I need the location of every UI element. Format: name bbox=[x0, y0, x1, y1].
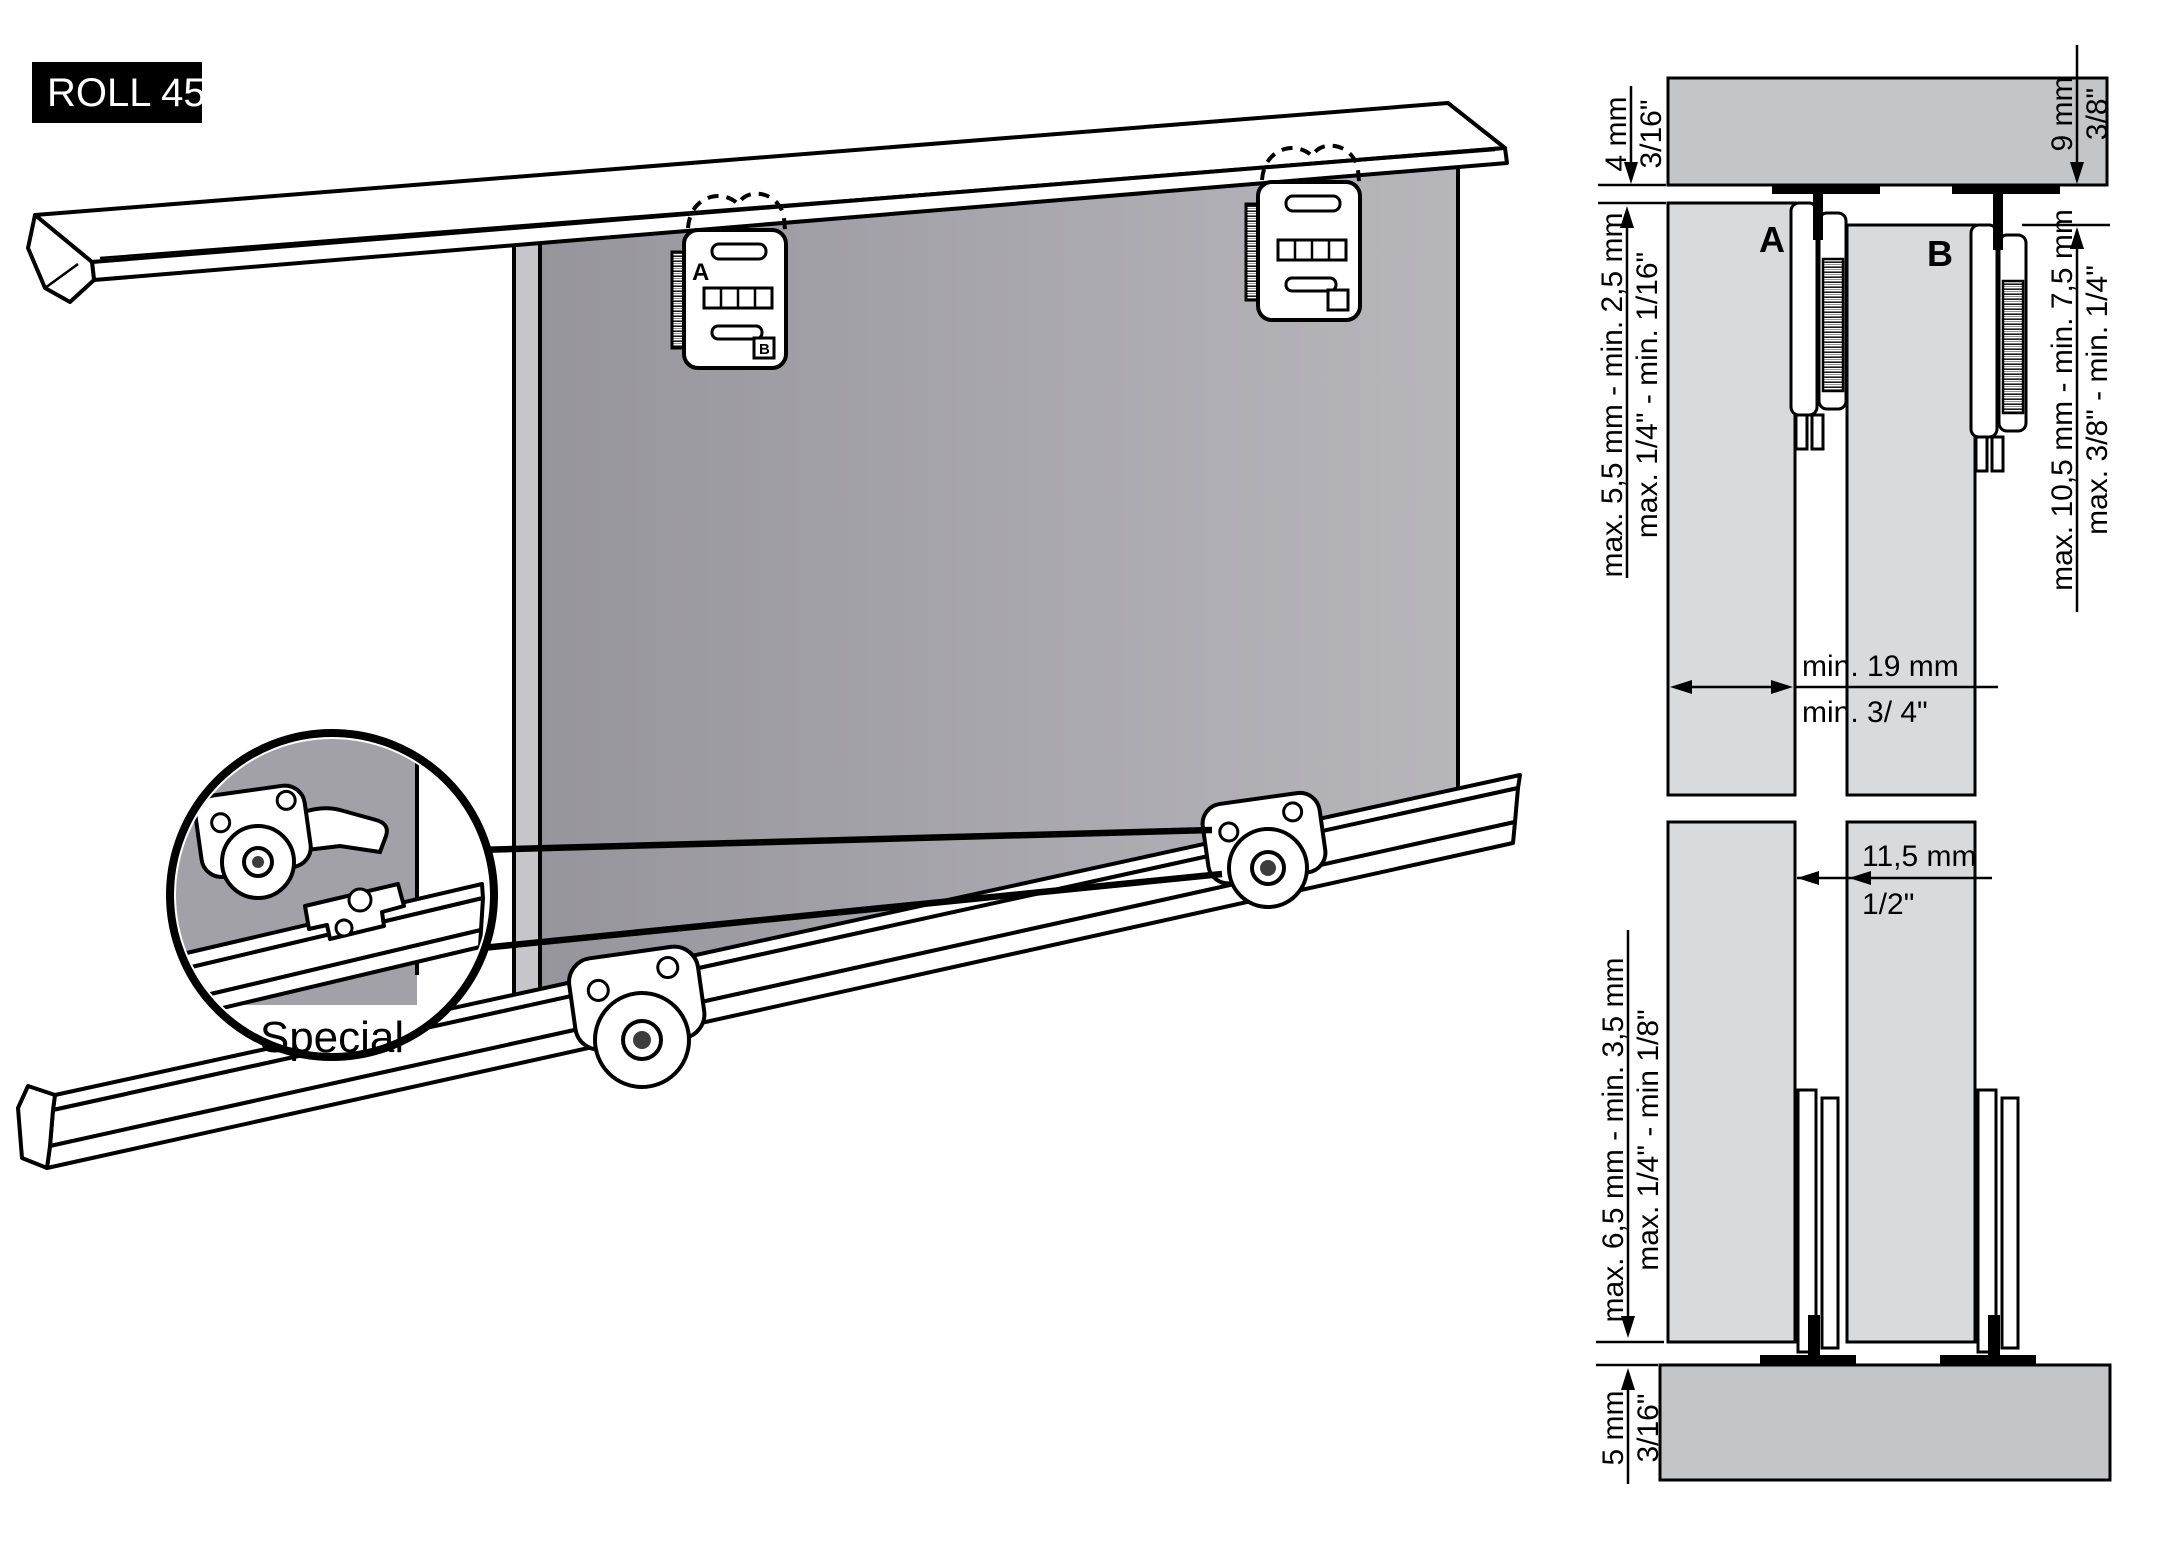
dim-top-gap bbox=[1598, 86, 1666, 205]
front-door-panel-lower bbox=[1666, 820, 1797, 1344]
roller-left-axle bbox=[633, 1031, 651, 1049]
roller-left bbox=[567, 944, 707, 1089]
dim-floor-inset-inch: 3/16" bbox=[1632, 1393, 1665, 1462]
rail-bar-a bbox=[1772, 185, 1880, 194]
dim-door-thickness-mm: min. 19 mm bbox=[1802, 650, 1959, 683]
special-floor-bracket bbox=[303, 882, 406, 941]
dim-door-gap-mm: 11,5 mm bbox=[1862, 840, 1976, 873]
hanger-a-b-mark: B bbox=[759, 341, 770, 358]
dim-top-gap-mm: 4 mm bbox=[1600, 97, 1633, 172]
dim-rail-overlap-mm: 9 mm bbox=[2046, 77, 2079, 152]
special-detail: Special bbox=[166, 729, 498, 1062]
special-roller-screw2 bbox=[275, 789, 297, 811]
cabinet-top-board bbox=[1666, 76, 2109, 187]
dim-bottom-clearance bbox=[1596, 930, 1664, 1484]
front-door-panel bbox=[1666, 201, 1797, 797]
dim-door-clearance-a bbox=[1620, 206, 1634, 578]
door-panel-edge-face bbox=[512, 206, 542, 1018]
dim-door-clearance-b-mm: max. 10,5 mm - min. 7,5 mm bbox=[2046, 209, 2079, 591]
hanger-b bbox=[1244, 143, 1362, 322]
special-roller-screw bbox=[210, 812, 232, 834]
dim-top-gap-inch: 3/16" bbox=[1635, 99, 1668, 168]
dim-rail-overlap-inch: 3/8" bbox=[2081, 88, 2114, 140]
roller-right-screw-1 bbox=[1218, 821, 1240, 843]
bottom-track-end-cap bbox=[16, 1084, 57, 1170]
dim-door-thickness-inch: min. 3/ 4" bbox=[1802, 696, 1928, 729]
hanger-b-hidden-outline bbox=[1260, 143, 1361, 183]
callout-line-upper bbox=[475, 826, 1213, 854]
top-rail-end-cap-line bbox=[44, 262, 79, 290]
roller-right-screw-2 bbox=[1282, 801, 1304, 823]
special-hook-arm bbox=[285, 806, 389, 855]
top-section-diagram: A B 4 mm 3/16" max. 5,5 mm - min. 2,5 mm… bbox=[1596, 45, 2114, 797]
top-rail bbox=[26, 101, 1509, 304]
dim-door-clearance-a-inch: max. 1/4" - min. 1/16" bbox=[1631, 252, 1664, 538]
callout-line-lower bbox=[481, 870, 1223, 952]
dim-floor-inset-mm: 5 mm bbox=[1597, 1391, 1630, 1466]
title-badge: ROLL 45 bbox=[32, 62, 206, 123]
roller-right-axle bbox=[1260, 860, 1276, 876]
rail-bar-b bbox=[1952, 185, 2060, 194]
dim-door-clearance-b bbox=[2022, 223, 2110, 612]
rear-door-panel bbox=[1845, 223, 1977, 797]
hanger-a-slot-top bbox=[710, 242, 768, 261]
dim-door-gap bbox=[1797, 871, 1992, 885]
special-bracket-screw-1 bbox=[347, 887, 373, 913]
hanger-a-b-mark-box bbox=[752, 336, 776, 360]
hanger-a-hidden-outline bbox=[686, 191, 787, 231]
special-label: Special bbox=[260, 1013, 404, 1062]
dim-bottom-clearance-inch: max. 1/4" - min 1/8" bbox=[1632, 1009, 1665, 1270]
roller-left-screw-1 bbox=[586, 978, 610, 1002]
hanger-a-marker: A bbox=[692, 259, 709, 286]
hanger-a-section bbox=[1789, 201, 1848, 451]
dim-bottom-clearance-mm: max. 6,5 mm - min. 3,5 mm bbox=[1597, 957, 1630, 1322]
hanger-b-pin bbox=[1993, 188, 2003, 250]
roller-left-screw-2 bbox=[656, 956, 680, 980]
page-title: ROLL 45 bbox=[47, 71, 206, 115]
cabinet-bottom-board bbox=[1658, 1363, 2112, 1482]
hanger-a: A B bbox=[670, 191, 788, 370]
dim-door-clearance-b-inch: max. 3/8" - min. 1/4" bbox=[2081, 265, 2114, 535]
special-bracket-screw-2 bbox=[334, 918, 354, 938]
dim-door-thickness bbox=[1670, 680, 1998, 694]
dim-door-clearance-a-mm: max. 5,5 mm - min. 2,5 mm bbox=[1596, 212, 1629, 577]
bottom-guide-rear bbox=[1940, 1088, 2036, 1366]
top-rail-groove bbox=[99, 148, 1496, 260]
roller-right bbox=[1200, 790, 1328, 909]
hanger-b-section bbox=[1969, 223, 2028, 473]
top-rail-end-cap bbox=[26, 213, 96, 304]
hanger-a-slot-bottom bbox=[710, 324, 764, 341]
hanger-b-slot-top bbox=[1284, 194, 1342, 213]
dim-door-gap-inch: 1/2" bbox=[1862, 888, 1914, 921]
rear-door-panel-lower bbox=[1845, 820, 1977, 1344]
bottom-guide-front bbox=[1760, 1088, 1856, 1366]
hanger-b-b-mark-box bbox=[1326, 288, 1350, 312]
section-marker-a: A bbox=[1759, 219, 1785, 260]
bottom-section-diagram: 11,5 mm 1/2" max. 6,5 mm - min. 3,5 mm bbox=[1596, 820, 2112, 1484]
dim-rail-overlap bbox=[2070, 45, 2084, 184]
section-marker-b: B bbox=[1927, 233, 1953, 274]
hanger-a-pin bbox=[1813, 188, 1823, 240]
special-axle bbox=[252, 856, 264, 868]
hanger-b-slot-bottom bbox=[1284, 276, 1338, 293]
